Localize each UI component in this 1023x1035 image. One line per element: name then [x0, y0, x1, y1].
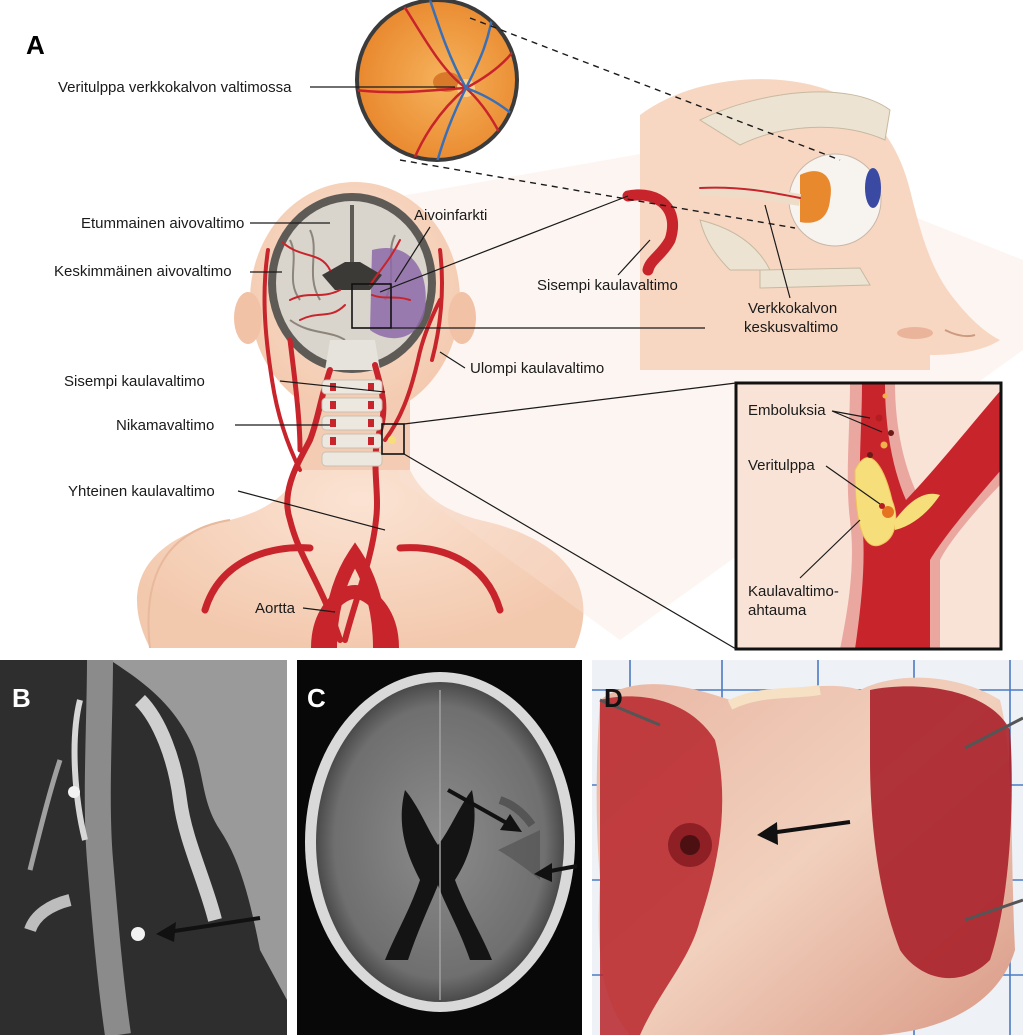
label-middle-cerebral: Keskimmäinen aivovaltimo	[54, 263, 232, 280]
label-stenosis-1: Kaulavaltimo-	[748, 583, 839, 600]
panel-a-letter: A	[26, 30, 45, 60]
retina-view	[355, 0, 540, 170]
label-aorta: Aortta	[255, 600, 296, 617]
label-brain-infarct: Aivoinfarkti	[414, 207, 487, 224]
panel-b-angiogram: B	[0, 660, 287, 1035]
panel-c-letter: C	[307, 683, 326, 713]
panel-d-letter: D	[604, 683, 623, 713]
label-anterior-cerebral: Etummainen aivovaltimo	[81, 215, 244, 232]
label-internal-carotid-eye: Sisempi kaulavaltimo	[537, 277, 678, 294]
label-internal-carotid: Sisempi kaulavaltimo	[64, 373, 205, 390]
panel-b-letter: B	[12, 683, 31, 713]
label-emboli: Emboluksia	[748, 402, 826, 419]
label-common-carotid: Yhteinen kaulavaltimo	[68, 483, 215, 500]
label-clot: Veritulppa	[748, 457, 815, 474]
label-retinal-clot: Veritulppa verkkokalvon valtimossa	[58, 79, 292, 96]
panel-d-specimen: D	[592, 660, 1023, 1035]
label-central-retinal-1: Verkkokalvon	[748, 300, 837, 317]
label-external-carotid: Ulompi kaulavaltimo	[470, 360, 604, 377]
label-stenosis-2: ahtauma	[748, 602, 807, 619]
panel-c-ct: C	[297, 660, 582, 1035]
label-vertebral: Nikamavaltimo	[116, 417, 214, 434]
label-central-retinal-2: keskusvaltimo	[744, 319, 838, 336]
